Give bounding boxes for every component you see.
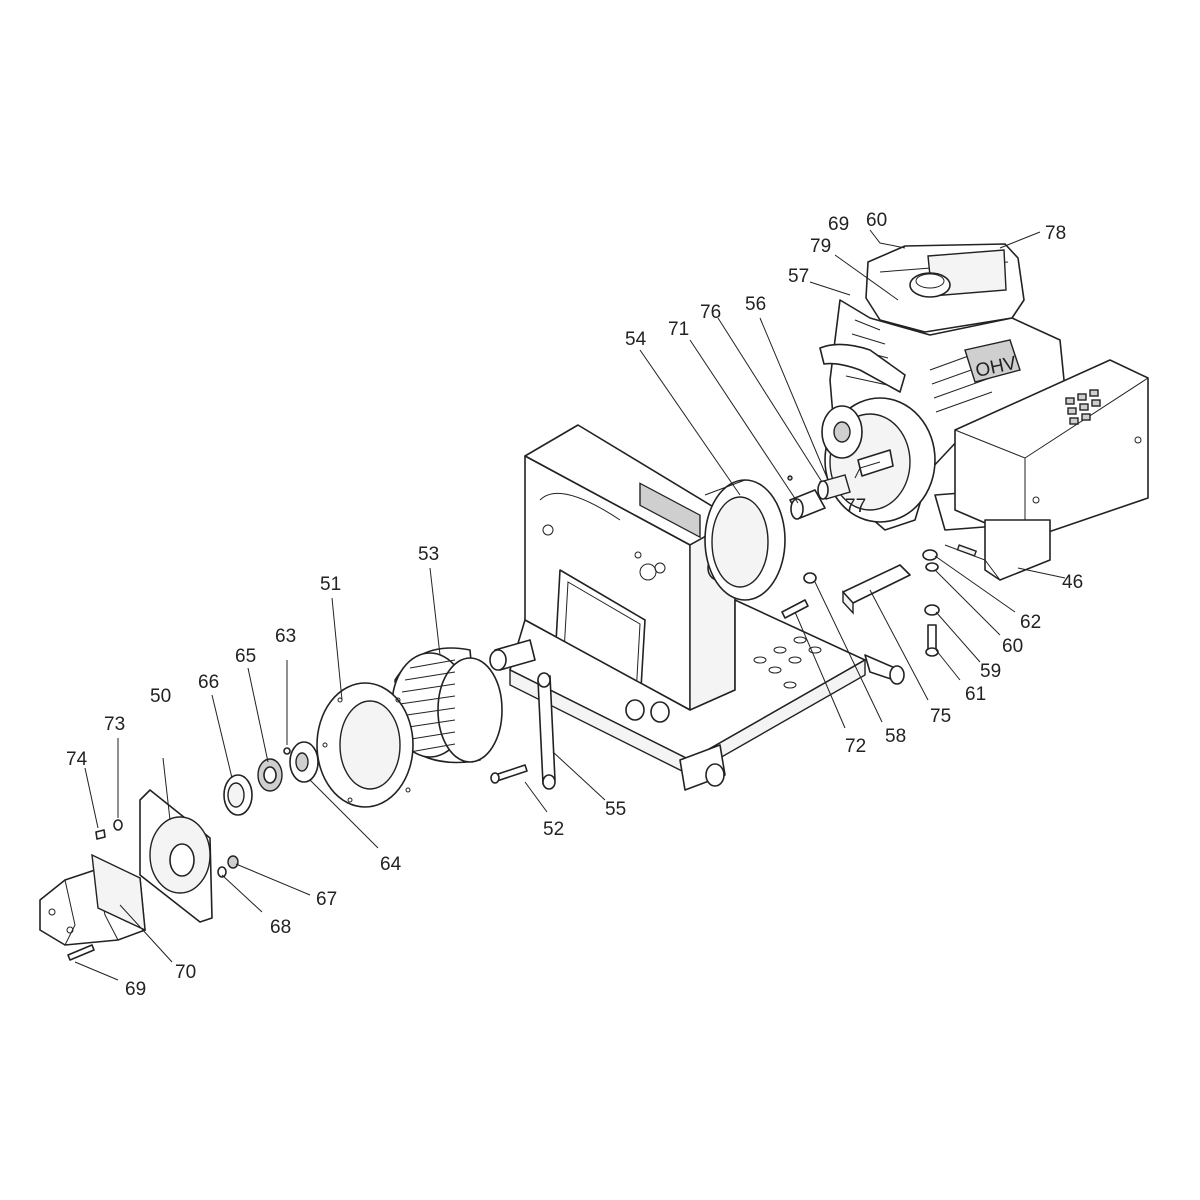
- callout-51: 51: [320, 574, 341, 595]
- part-67-68-nuts: [217, 855, 239, 878]
- callout-59: 59: [980, 661, 1001, 682]
- leader-lines: [74, 229, 1066, 981]
- callout-69-top: 69: [828, 214, 849, 235]
- washers-nuts-right: [781, 549, 940, 657]
- part-55-link: [537, 672, 556, 790]
- callout-62: 62: [1020, 612, 1041, 633]
- callout-61: 61: [965, 684, 986, 705]
- part-65-spider: [257, 758, 283, 792]
- callout-60-top: 60: [866, 210, 887, 231]
- callout-69-bottom: 69: [125, 979, 146, 1000]
- callout-53: 53: [418, 544, 439, 565]
- callout-70: 70: [175, 962, 196, 983]
- part-50-adapter-plate: [139, 789, 213, 923]
- callout-71: 71: [668, 319, 689, 340]
- sleeves: [787, 474, 851, 520]
- part-69-bolt: [67, 944, 95, 961]
- part-52-bolt: [490, 764, 528, 784]
- part-54-collar: [704, 479, 786, 601]
- part-73-74-fasteners: [95, 819, 123, 840]
- control-box: [944, 359, 1149, 581]
- callout-77: 77: [845, 496, 866, 517]
- callout-labels: 46 50 51 52 53 54 55 56 57 58 59 60 60 6…: [66, 210, 1083, 1000]
- callout-75: 75: [930, 706, 951, 727]
- callout-50: 50: [150, 686, 171, 707]
- callout-73: 73: [104, 714, 125, 735]
- callout-68: 68: [270, 917, 291, 938]
- callout-66: 66: [198, 672, 219, 693]
- callout-60-lower: 60: [1002, 636, 1023, 657]
- callout-72: 72: [845, 736, 866, 757]
- callout-58: 58: [885, 726, 906, 747]
- part-70-hydraulic-pump: [39, 853, 146, 946]
- callout-57: 57: [788, 266, 809, 287]
- callout-54: 54: [625, 329, 647, 350]
- keypad-icon: [1065, 389, 1101, 425]
- part-51-flange: [316, 682, 414, 808]
- callout-79: 79: [810, 236, 831, 257]
- callout-65: 65: [235, 646, 256, 667]
- part-64-coupling: [289, 741, 319, 783]
- callout-76: 76: [700, 302, 721, 323]
- part-63-pin: [283, 747, 291, 755]
- callout-74: 74: [66, 749, 88, 770]
- part-75-bar: [842, 564, 911, 615]
- callout-52: 52: [543, 819, 564, 840]
- callout-55: 55: [605, 799, 626, 820]
- part-53-impeller: [391, 647, 503, 764]
- callout-67: 67: [316, 889, 337, 910]
- callout-63: 63: [275, 626, 296, 647]
- callout-78: 78: [1045, 223, 1066, 244]
- callout-64: 64: [380, 854, 402, 875]
- callout-56: 56: [745, 294, 766, 315]
- part-66-hub: [223, 774, 253, 816]
- callout-46: 46: [1062, 572, 1083, 593]
- base-plate: [489, 599, 905, 791]
